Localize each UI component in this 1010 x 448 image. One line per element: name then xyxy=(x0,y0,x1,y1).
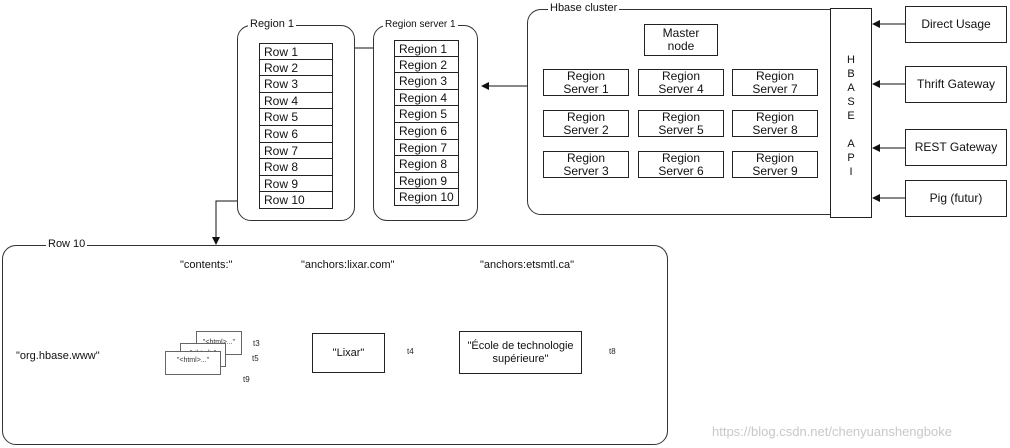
api-letter: P xyxy=(847,152,855,164)
tag-t4: t4 xyxy=(407,347,414,356)
region-server1-region: Region 6 xyxy=(394,122,459,140)
region-server-box: Region Server 7 xyxy=(732,69,818,96)
region1-row: Row 9 xyxy=(259,175,333,193)
api-letter: A xyxy=(847,82,855,94)
tag-t8: t8 xyxy=(609,347,616,356)
region-server-box: Region Server 2 xyxy=(543,110,629,137)
region1-row: Row 3 xyxy=(259,76,333,93)
region1-row: Row 2 xyxy=(259,59,333,77)
region1-row: Row 8 xyxy=(259,159,333,176)
row-key-label: "org.hbase.www" xyxy=(16,350,100,362)
region1-row: Row 10 xyxy=(259,192,333,209)
master-node: Master node xyxy=(644,24,718,56)
region-server1-title: Region server 1 xyxy=(383,19,458,30)
etsmtl-value: "École de technologie supérieure" xyxy=(459,331,582,374)
api-letter: A xyxy=(847,138,855,150)
client-box: Thrift Gateway xyxy=(905,66,1007,103)
api-letter xyxy=(831,123,871,137)
api-letter: B xyxy=(847,68,855,80)
region1-row: Row 7 xyxy=(259,142,333,160)
region-server-box: Region Server 6 xyxy=(638,151,724,178)
region-server1-region: Region 8 xyxy=(394,156,459,173)
region-server1-region: Region 4 xyxy=(394,89,459,107)
client-box: REST Gateway xyxy=(905,129,1007,166)
region1-title: Region 1 xyxy=(248,18,297,30)
tag-t5: t5 xyxy=(252,354,259,363)
column-anchors-etsmtl: "anchors:etsmtl.ca" xyxy=(480,259,575,271)
client-box: Direct Usage xyxy=(905,6,1007,43)
api-letter: I xyxy=(849,166,853,178)
region1-row: Row 6 xyxy=(259,125,333,143)
hbase-cluster-title: Hbase cluster xyxy=(548,2,620,14)
region1-row: Row 1 xyxy=(259,43,333,60)
contents-version-t9: "<html>..." xyxy=(165,351,221,375)
region-server-box: Region Server 1 xyxy=(543,69,629,96)
column-contents: "contents:" xyxy=(180,259,233,271)
region-server1-region: Region 7 xyxy=(394,139,459,157)
tag-t9: t9 xyxy=(243,375,250,384)
region-server1-region: Region 2 xyxy=(394,56,459,74)
region-server-box: Region Server 8 xyxy=(732,110,818,137)
lixar-value: "Lixar" xyxy=(312,333,385,373)
region-server-box: Region Server 9 xyxy=(732,151,818,178)
watermark: https://blog.csdn.net/chenyuanshengboke xyxy=(712,424,952,439)
region-server-box: Region Server 4 xyxy=(638,69,724,96)
row10-title: Row 10 xyxy=(46,238,88,250)
column-anchors-lixar: "anchors:lixar.com" xyxy=(301,259,395,271)
region-server1-region: Region 5 xyxy=(394,106,459,123)
region-server1-region: Region 3 xyxy=(394,73,459,90)
api-letter: E xyxy=(847,110,855,122)
region-server1-region: Region 1 xyxy=(394,40,459,57)
client-box: Pig (futur) xyxy=(905,180,1007,217)
region-server-box: Region Server 3 xyxy=(543,151,629,178)
region-server1-region: Region 9 xyxy=(394,172,459,190)
api-letter: S xyxy=(847,96,855,108)
api-letter: H xyxy=(847,54,855,66)
tag-t3: t3 xyxy=(253,339,260,348)
region1-row: Row 4 xyxy=(259,92,333,110)
region1-row: Row 5 xyxy=(259,109,333,126)
region-server-box: Region Server 5 xyxy=(638,110,724,137)
region-server1-region: Region 10 xyxy=(394,189,459,206)
